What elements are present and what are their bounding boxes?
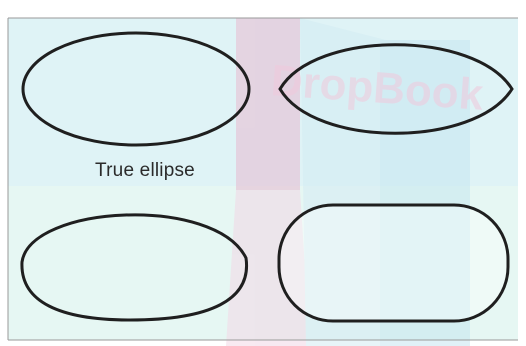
rounded-rectangle-shape <box>279 205 508 321</box>
true-ellipse-caption: True ellipse <box>60 160 230 182</box>
